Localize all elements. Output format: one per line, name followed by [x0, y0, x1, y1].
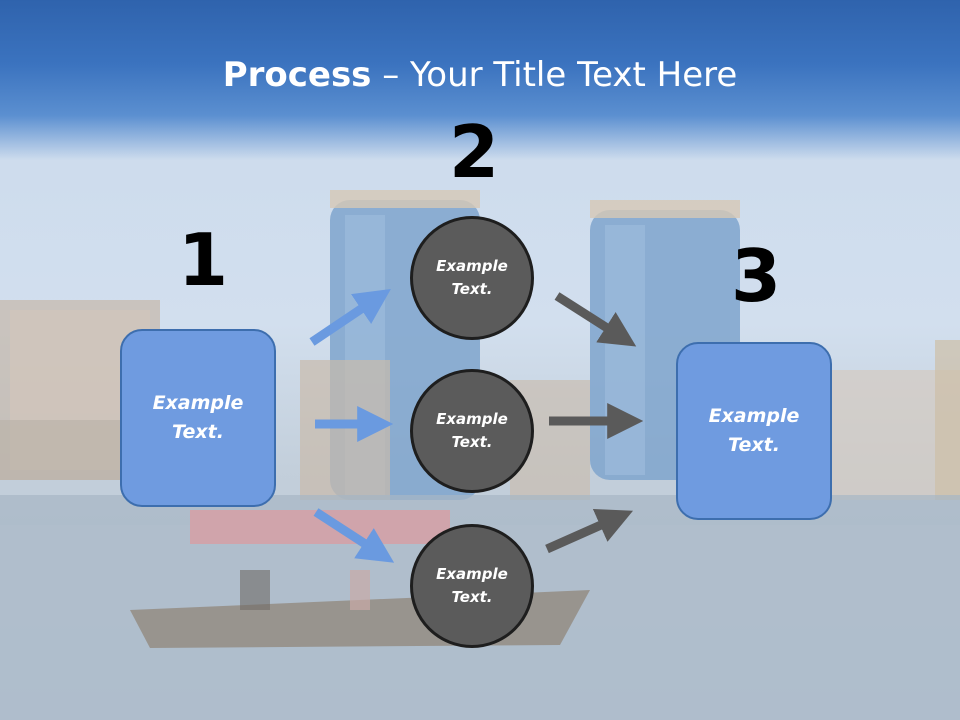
- slide-title: Process – Your Title Text Here: [0, 52, 960, 98]
- circle-top-label: Example Text.: [436, 257, 508, 298]
- gray-arrow-down: [554, 292, 637, 347]
- step-number-3: 3: [731, 234, 782, 318]
- title-bold: Process: [222, 55, 372, 95]
- circle-top: Example Text.: [410, 216, 534, 340]
- blue-arrow-up: [309, 288, 391, 346]
- title-band: [0, 0, 960, 160]
- circle-middle-label: Example Text.: [436, 410, 508, 451]
- right-box-label: Example Text.: [708, 405, 800, 456]
- circle-bottom: Example Text.: [410, 524, 534, 648]
- title-rest: – Your Title Text Here: [371, 55, 738, 95]
- gray-arrow-up: [545, 508, 634, 554]
- right-text-box: Example Text.: [676, 342, 832, 520]
- left-text-box: Example Text.: [120, 329, 276, 507]
- step-number-1: 1: [178, 218, 229, 302]
- circle-middle: Example Text.: [410, 369, 534, 493]
- step-number-2: 2: [449, 110, 500, 194]
- circle-bottom-label: Example Text.: [436, 565, 508, 606]
- blue-arrow-down: [313, 508, 395, 563]
- left-box-label: Example Text.: [152, 392, 244, 443]
